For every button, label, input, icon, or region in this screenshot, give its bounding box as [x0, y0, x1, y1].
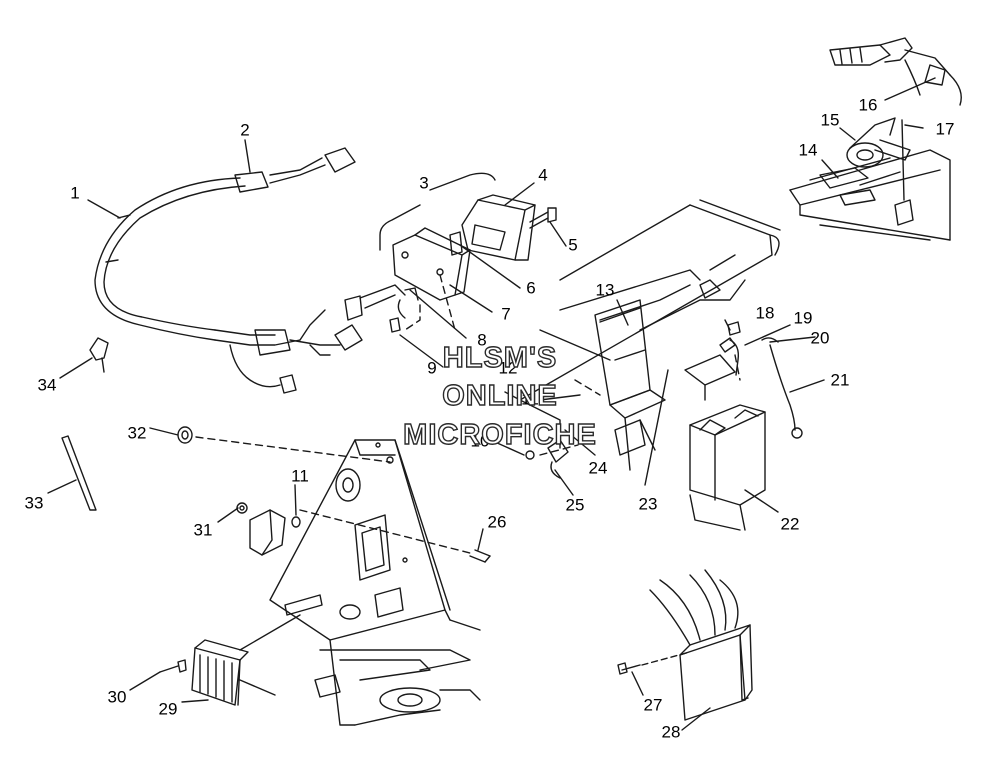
alignment-lines	[195, 274, 741, 554]
horn	[846, 117, 911, 168]
callout-30: 30	[107, 687, 127, 707]
callout-3: 3	[419, 173, 429, 193]
handlebar	[829, 37, 962, 106]
battery	[684, 354, 766, 531]
callout-18: 18	[755, 303, 775, 323]
leader-lines	[47, 77, 936, 731]
callout-14: 14	[798, 140, 818, 160]
callout-8: 8	[477, 330, 487, 350]
relay-11	[249, 509, 301, 556]
mounting-clip	[525, 439, 569, 479]
watermark-line-1: HLSM'S	[442, 342, 558, 374]
callout-22: 22	[780, 514, 800, 534]
callout-32: 32	[127, 423, 147, 443]
callout-12: 12	[498, 358, 518, 378]
callout-11-lower: 11	[291, 466, 309, 486]
callout-4: 4	[538, 165, 548, 185]
screw-17	[901, 119, 905, 201]
callout-23: 23	[638, 494, 658, 514]
callout-34: 34	[37, 375, 57, 395]
screw-5	[529, 207, 557, 229]
watermark-line-3: MICROFICHE	[402, 419, 597, 451]
callout-11-upper: 11	[521, 389, 539, 409]
screw-30	[159, 659, 187, 673]
callout-10: 10	[470, 431, 490, 451]
callout-21: 21	[830, 370, 850, 390]
callout-27: 27	[643, 695, 663, 715]
cable-tie-33	[61, 435, 97, 511]
battery-box-bracket	[594, 299, 666, 471]
wire-harness	[94, 147, 363, 394]
frame-rails	[504, 199, 781, 449]
watermark-line-2: ONLINE	[442, 380, 558, 412]
grommet-32	[177, 426, 193, 444]
callout-7: 7	[501, 304, 511, 324]
callout-24: 24	[588, 458, 608, 478]
battery-cable	[719, 321, 741, 376]
regulator	[191, 639, 276, 706]
screw-27	[617, 651, 691, 675]
mounting-panel	[269, 439, 451, 641]
lower-frame	[314, 619, 481, 726]
clip-34	[89, 337, 109, 373]
callout-13: 13	[595, 280, 615, 300]
callout-6: 6	[526, 278, 536, 298]
callout-33: 33	[24, 493, 44, 513]
tail-light-assembly	[344, 172, 536, 333]
callout-29: 29	[158, 699, 178, 719]
callout-9: 9	[427, 358, 437, 378]
battery-strap	[761, 337, 803, 439]
callout-19: 19	[793, 308, 813, 328]
bolt-26	[469, 549, 491, 563]
handlebar-mount	[789, 149, 951, 241]
callout-28: 28	[661, 722, 681, 742]
callout-16: 16	[858, 95, 878, 115]
callout-25: 25	[565, 495, 585, 515]
callout-26: 26	[487, 512, 507, 532]
callout-15: 15	[820, 110, 840, 130]
callout-5: 5	[568, 235, 578, 255]
callout-17: 17	[935, 119, 955, 139]
decal-14	[819, 167, 869, 189]
callout-31: 31	[193, 520, 213, 540]
rectifier	[649, 569, 753, 721]
callout-2: 2	[240, 120, 250, 140]
callout-20: 20	[810, 328, 830, 348]
callout-1: 1	[70, 183, 80, 203]
